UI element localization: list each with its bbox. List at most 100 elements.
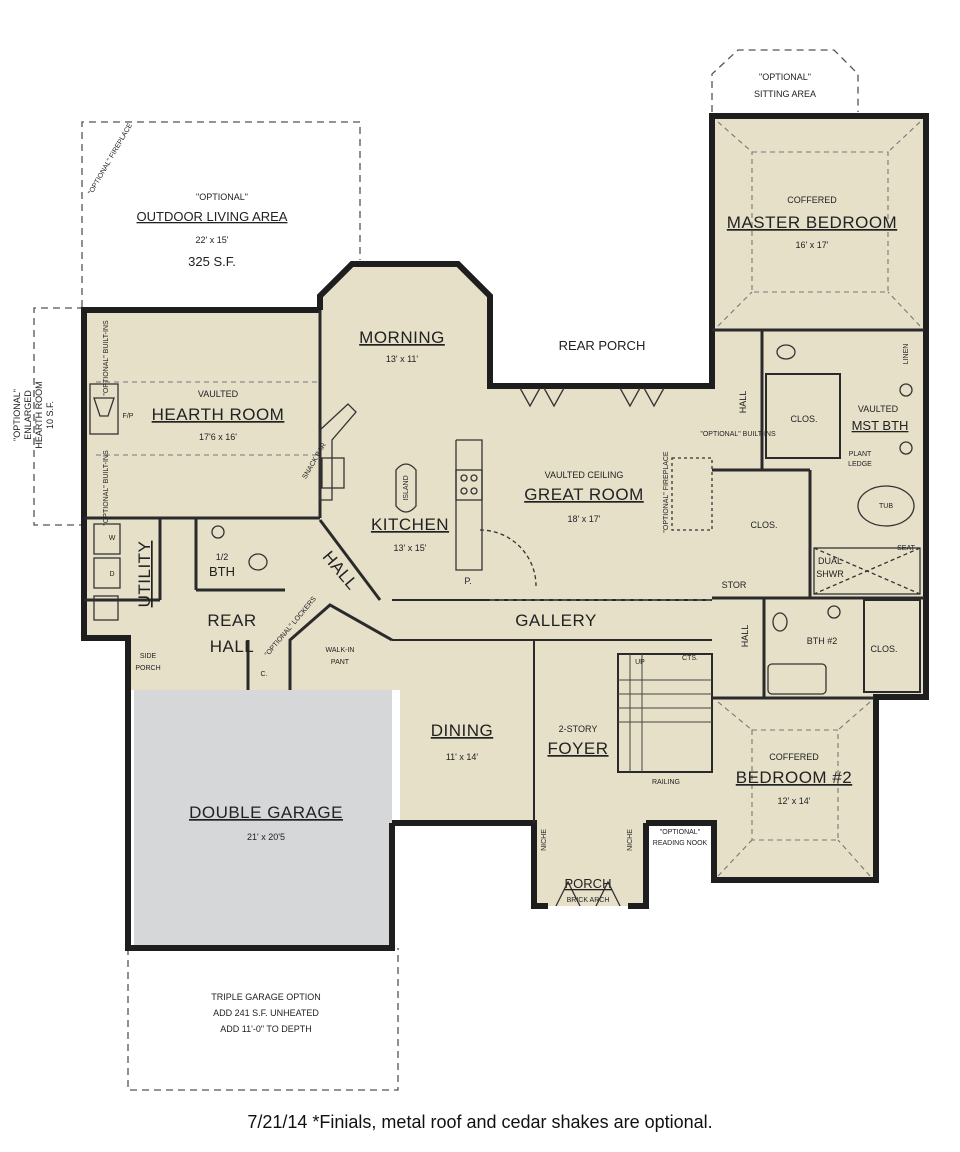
- tub-bth2-icon: [767, 663, 827, 695]
- foyer-note: 2-STORY: [559, 724, 598, 734]
- w-label: W: [109, 535, 116, 542]
- island-label: ISLAND: [403, 475, 410, 500]
- halfbath-line1: 1/2: [216, 552, 229, 562]
- clos-3-label: CLOS.: [870, 644, 897, 654]
- outdoor-title-label: OUTDOOR LIVING AREA: [137, 209, 288, 224]
- gallery-name: GALLERY: [515, 611, 597, 630]
- reading-nook-2: READING NOOK: [653, 840, 708, 847]
- rear-hall-line2: HALL: [210, 637, 255, 656]
- utility-name: UTILITY: [135, 541, 154, 608]
- great-fireplace-label: "OPTIONAL" FIREPLACE: [663, 451, 670, 533]
- wall-garage: [125, 690, 395, 951]
- kitchen-sink-icon: [321, 457, 345, 489]
- plant-ledge-2: LEDGE: [848, 461, 872, 468]
- great-name: GREAT ROOM: [524, 485, 644, 504]
- porch-sub: BRICK ARCH: [567, 897, 610, 904]
- hearth-note: VAULTED: [198, 389, 239, 399]
- kitchen-name: KITCHEN: [371, 515, 449, 534]
- island-icon: [395, 463, 417, 513]
- enlarged-line1: "OPTIONAL": [12, 389, 22, 441]
- sitting-optional-label: "OPTIONAL": [759, 72, 811, 82]
- great-note: VAULTED CEILING: [545, 470, 624, 480]
- great-room-fireplace-icon: [671, 457, 713, 531]
- seat-label: SEAT: [897, 545, 915, 552]
- sink-bth2-icon: [827, 605, 841, 619]
- c-label: C.: [261, 671, 268, 678]
- tub-label: TUB: [879, 503, 893, 510]
- pantry-p-label: P.: [464, 576, 471, 586]
- hearth-fireplace-icon: [89, 383, 119, 435]
- utility-sink-icon: [93, 595, 119, 621]
- garage-floor: [134, 690, 392, 946]
- stairs: [617, 653, 713, 773]
- morning-size: 13' x 11': [386, 354, 419, 364]
- linen-label: LINEN: [903, 344, 910, 365]
- wall-front-left: [392, 820, 548, 909]
- d-label: D: [109, 571, 114, 578]
- enlarged-hearth-outline: [33, 307, 84, 526]
- rear-hall-line1: REAR: [207, 611, 256, 630]
- sink-master-2-icon: [899, 441, 913, 455]
- wall-pantry: [288, 603, 393, 690]
- niche-left-label: NICHE: [541, 829, 548, 851]
- hearth-name: HEARTH ROOM: [152, 405, 285, 424]
- triple-garage-outline: [127, 948, 399, 1091]
- stor-label: STOR: [722, 580, 747, 590]
- sink-master-1-icon: [899, 383, 913, 397]
- master-coffer: [751, 151, 889, 293]
- closet-master: [765, 373, 841, 459]
- wall-hall-diag: [318, 519, 382, 601]
- builtins-master-1: "OPTIONAL" BUILT-INS: [700, 431, 776, 438]
- rear-porch-name: REAR PORCH: [559, 338, 646, 353]
- outdoor-optional-label: "OPTIONAL": [196, 192, 248, 202]
- main-floor: [318, 118, 924, 906]
- toilet-master-icon: [776, 344, 796, 360]
- walkin-1: WALK-IN: [326, 647, 355, 654]
- outdoor-living-outline: [81, 121, 361, 307]
- hearth-size: 17'6 x 16': [199, 432, 237, 442]
- side-porch-1: SIDE: [140, 653, 157, 660]
- toilet-bth2-icon: [772, 612, 788, 632]
- porch-floor: [538, 868, 638, 906]
- ceiling-lines: [96, 121, 921, 877]
- wall-front-right: [628, 823, 649, 909]
- kitchen-size: 13' x 15': [394, 543, 427, 553]
- sitting-area-outline: [711, 49, 859, 112]
- bed2-coffer: [751, 729, 839, 841]
- toilet-halfbath-icon: [248, 553, 268, 571]
- bed2-note: COFFERED: [769, 752, 819, 762]
- hall-bed2-label: HALL: [740, 625, 750, 648]
- great-size: 18' x 17': [568, 514, 601, 524]
- clos-1-label: CLOS.: [790, 414, 817, 424]
- wall-top-right: [317, 113, 929, 883]
- walkin-2: PANT: [331, 659, 350, 666]
- fp-label: F/P: [123, 413, 134, 420]
- morning-name: MORNING: [359, 328, 445, 347]
- fixtures: [89, 344, 921, 907]
- enlarged-line3: HEARTH ROOM: [34, 381, 44, 448]
- up-label: UP: [635, 659, 645, 666]
- tub-icon: [857, 485, 915, 527]
- garage-name: DOUBLE GARAGE: [189, 803, 343, 822]
- interior-walls: [84, 310, 924, 823]
- dining-name: DINING: [431, 721, 494, 740]
- porch-name: PORCH: [565, 876, 612, 891]
- triple-line1: TRIPLE GARAGE OPTION: [211, 992, 321, 1002]
- outdoor-area-label: 325 S.F.: [188, 254, 236, 269]
- hall-master-label: HALL: [738, 391, 748, 414]
- dual-shwr-2: SHWR: [816, 569, 844, 579]
- mst-bth-name: MST BTH: [852, 418, 909, 433]
- closet-bed2: [863, 599, 921, 693]
- master-note: COFFERED: [787, 195, 837, 205]
- builtins-bottom-label: "OPTIONAL" BUILT-INS: [103, 450, 110, 526]
- washer-icon: [93, 523, 121, 555]
- clos-2-label: CLOS.: [750, 520, 777, 530]
- mst-bth-note: VAULTED: [858, 404, 899, 414]
- side-porch-2: PORCH: [135, 665, 160, 672]
- optional-dashed-outlines: [33, 49, 859, 1091]
- hearth-wing-floor: [84, 310, 324, 640]
- sink-halfbath-icon: [211, 525, 225, 539]
- bed2-name: BEDROOM #2: [736, 768, 852, 787]
- master-size: 16' x 17': [796, 240, 829, 250]
